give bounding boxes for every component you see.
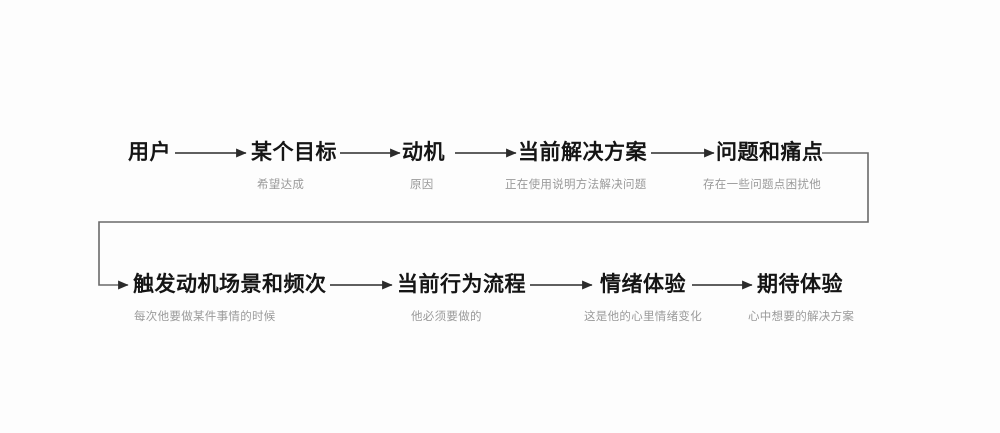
node-emotion[interactable]: 情绪体验 这是他的心里情绪变化: [584, 273, 702, 323]
node-current-solution-label: 当前解决方案: [518, 141, 647, 164]
node-motivation[interactable]: 动机 原因: [402, 141, 445, 191]
node-motivation-label: 动机: [402, 141, 445, 164]
node-emotion-label: 情绪体验: [600, 273, 686, 296]
node-current-solution-sub: 正在使用说明方法解决问题: [505, 179, 647, 191]
node-current-flow-label: 当前行为流程: [397, 273, 526, 296]
node-current-flow[interactable]: 当前行为流程 他必须要做的: [397, 273, 526, 323]
node-trigger-scene[interactable]: 触发动机场景和频次 每次他要做某件事情的时候: [133, 273, 327, 323]
node-problem-pain-sub: 存在一些问题点困扰他: [703, 179, 821, 191]
node-emotion-sub: 这是他的心里情绪变化: [584, 311, 702, 323]
node-trigger-scene-label: 触发动机场景和频次: [133, 273, 327, 296]
node-expected-sub: 心中想要的解决方案: [748, 311, 855, 323]
node-goal-label: 某个目标: [251, 141, 337, 164]
node-problem-pain[interactable]: 问题和痛点 存在一些问题点困扰他: [703, 141, 824, 191]
node-expected[interactable]: 期待体验 心中想要的解决方案: [748, 273, 854, 323]
node-user[interactable]: 用户: [128, 142, 171, 163]
node-motivation-sub: 原因: [410, 179, 434, 191]
node-problem-pain-label: 问题和痛点: [716, 141, 824, 164]
node-goal-sub: 希望达成: [257, 179, 305, 191]
node-expected-label: 期待体验: [757, 273, 843, 296]
node-current-flow-sub: 他必须要做的: [411, 311, 482, 323]
wrap-connector-path: [98, 152, 869, 290]
node-current-solution[interactable]: 当前解决方案 正在使用说明方法解决问题: [505, 141, 647, 191]
node-trigger-scene-sub: 每次他要做某件事情的时候: [134, 311, 276, 323]
node-goal[interactable]: 某个目标 希望达成: [251, 141, 337, 191]
node-user-label: 用户: [128, 141, 171, 164]
